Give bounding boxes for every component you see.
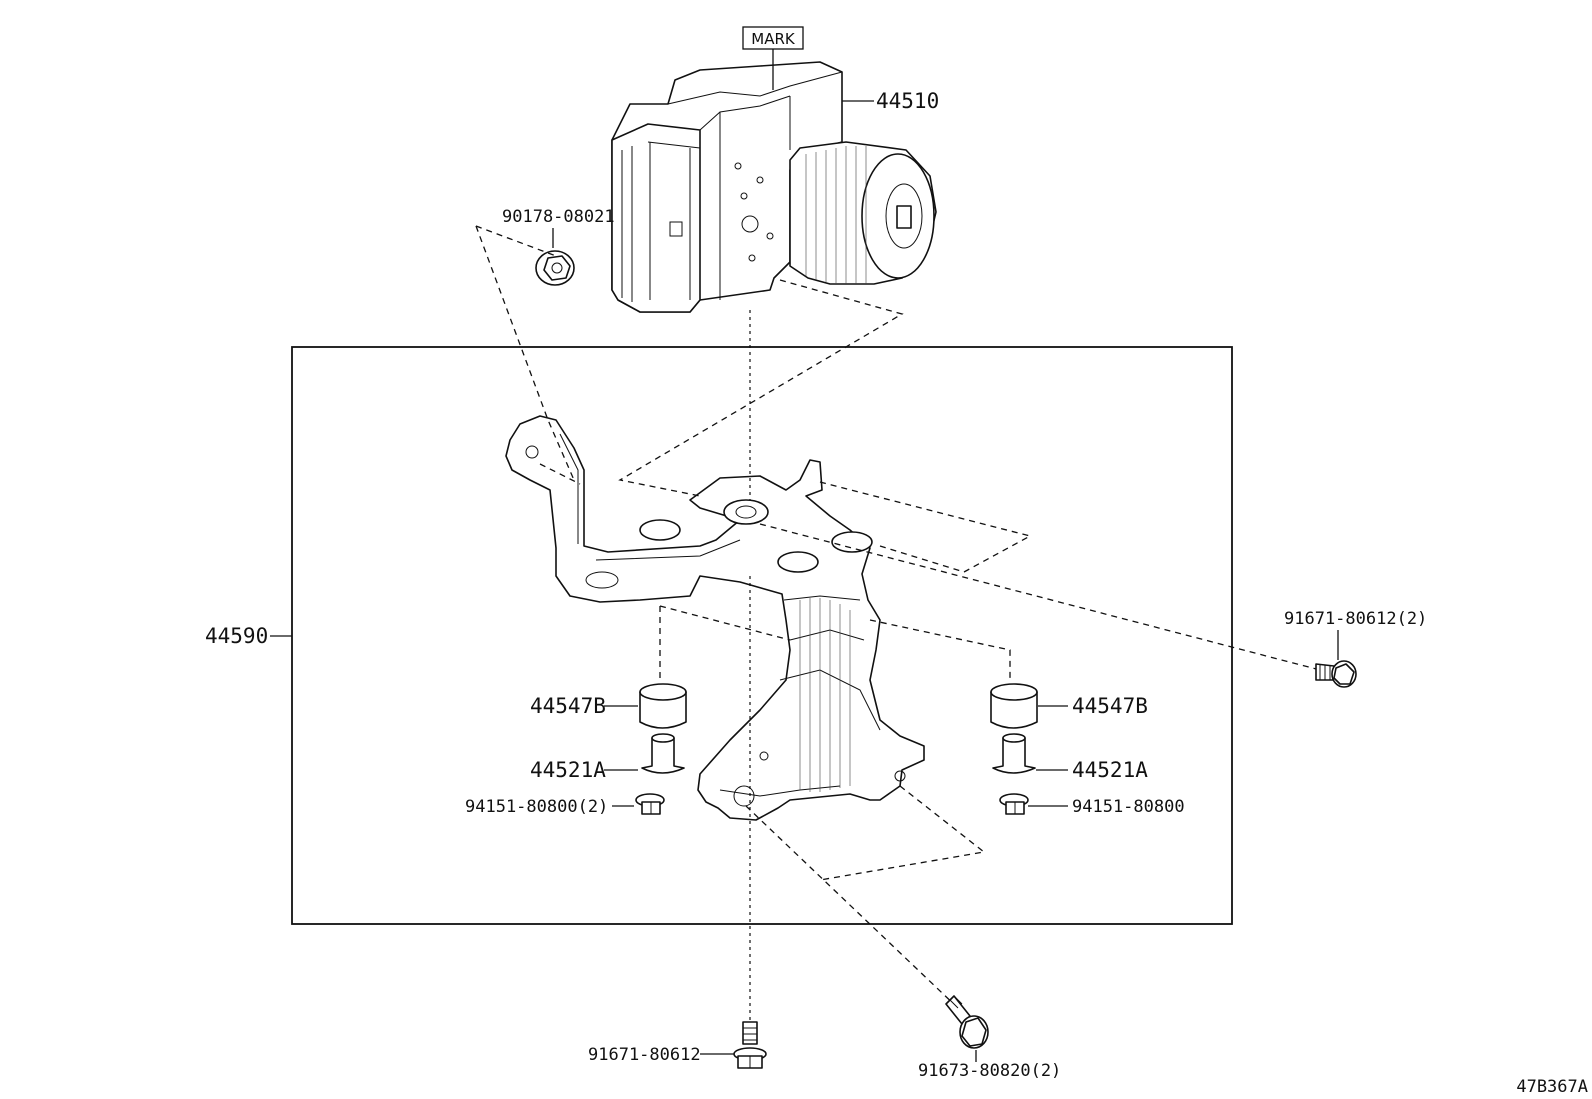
part-label-44590: 44590: [205, 624, 268, 648]
part-label-44547b-left: 44547B: [530, 694, 606, 718]
part-label-91671-80612: 91671-80612: [588, 1045, 701, 1065]
cushion-right-icon: [990, 683, 1038, 729]
part-label-44521a-left: 44521A: [530, 758, 606, 782]
part-label-94151-80800: 94151-80800: [1072, 797, 1185, 817]
bracket-drawing: [505, 415, 925, 821]
part-label-44510: 44510: [876, 89, 939, 113]
abs-actuator-drawing: [611, 61, 937, 313]
part-label-44547b-right: 44547B: [1072, 694, 1148, 718]
nut-left-icon: [635, 793, 665, 815]
nut-right-icon: [999, 793, 1029, 815]
cushion-left-icon: [639, 683, 687, 729]
bolt-bottom-right-icon: [945, 995, 989, 1049]
assembly-guide-lines: [475, 225, 1321, 1030]
part-label-90178-08021: 90178-08021: [502, 207, 615, 227]
flange-nut-icon: [535, 250, 575, 286]
bracket-assembly-frame: [291, 346, 1233, 925]
part-label-94151-80800-2: 94151-80800(2): [465, 797, 608, 817]
collar-right-icon: [992, 733, 1036, 774]
part-label-91673-80820-2: 91673-80820(2): [918, 1061, 1061, 1081]
part-label-91671-80612-2: 91671-80612(2): [1284, 609, 1427, 629]
part-label-44521a-right: 44521A: [1072, 758, 1148, 782]
bolt-right-icon: [1315, 660, 1357, 688]
figure-code: 47B367A: [1516, 1077, 1588, 1097]
collar-left-icon: [641, 733, 685, 774]
bolt-bottom-icon: [733, 1021, 767, 1069]
mark-label: MARK: [751, 30, 796, 48]
